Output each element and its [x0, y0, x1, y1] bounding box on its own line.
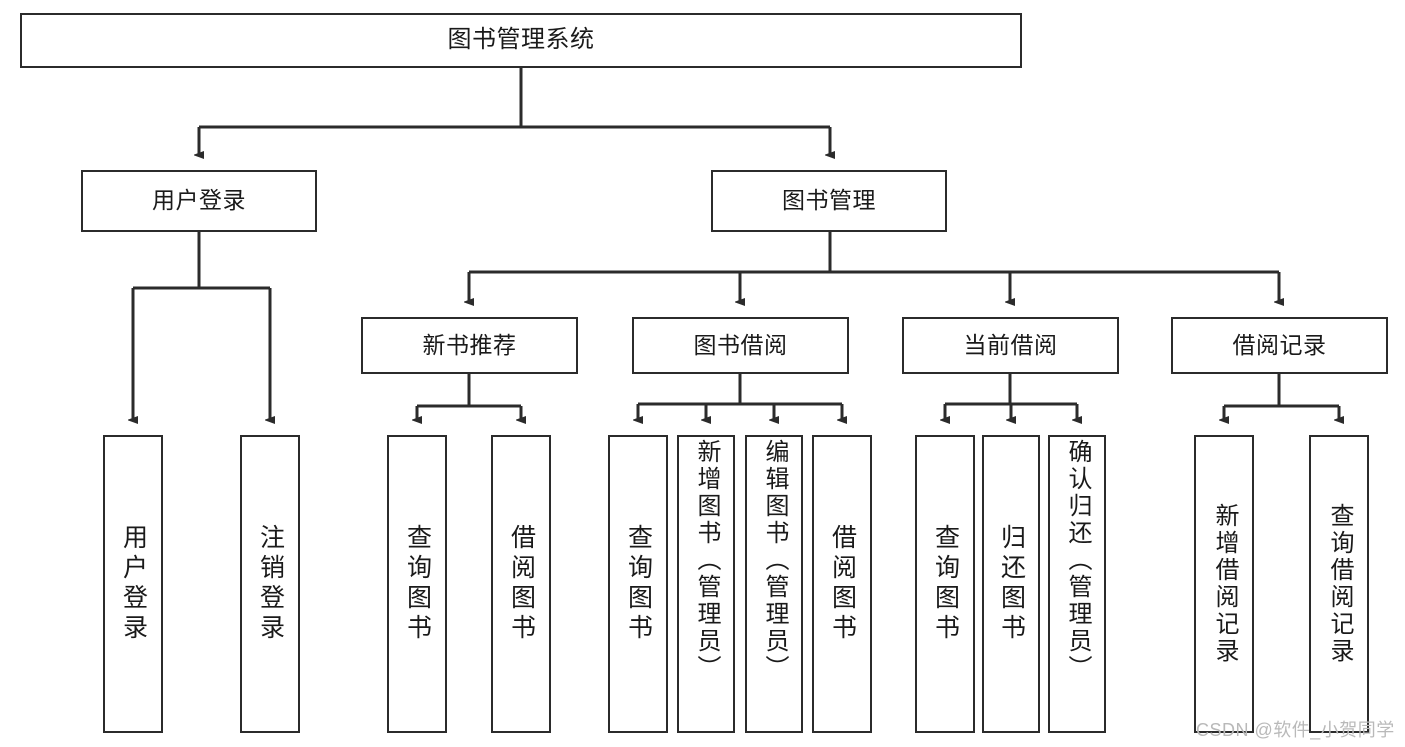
- node-book-manage-label: 图书管理: [782, 187, 876, 214]
- node-leaf-add-borrow-record[interactable]: 新增借阅记录: [1194, 435, 1254, 733]
- node-leaf-query-book-1-label: 查询图书: [403, 524, 432, 644]
- node-leaf-user-login[interactable]: 用户登录: [103, 435, 163, 733]
- node-leaf-borrow-book-1[interactable]: 借阅图书: [491, 435, 551, 733]
- node-book-manage[interactable]: 图书管理: [711, 170, 947, 232]
- node-leaf-add-book-label: 新增图书（管理员）: [693, 439, 720, 682]
- node-root-label: 图书管理系统: [447, 26, 595, 54]
- node-borrow-record[interactable]: 借阅记录: [1171, 317, 1388, 374]
- node-leaf-confirm-return-label: 确认归还（管理员）: [1064, 439, 1091, 682]
- node-leaf-add-borrow-record-label: 新增借阅记录: [1211, 503, 1238, 665]
- node-borrow-record-label: 借阅记录: [1232, 331, 1327, 358]
- node-new-book-recommend-label: 新书推荐: [422, 331, 517, 358]
- node-leaf-user-login-label: 用户登录: [119, 524, 148, 644]
- node-leaf-add-book[interactable]: 新增图书（管理员）: [677, 435, 735, 733]
- node-leaf-edit-book-label: 编辑图书（管理员）: [761, 439, 788, 682]
- node-leaf-query-book-3-label: 查询图书: [931, 524, 960, 644]
- node-leaf-logout-label: 注销登录: [256, 524, 285, 644]
- node-leaf-query-book-3[interactable]: 查询图书: [915, 435, 975, 733]
- node-leaf-query-borrow-record-label: 查询借阅记录: [1326, 503, 1353, 665]
- node-leaf-edit-book[interactable]: 编辑图书（管理员）: [745, 435, 803, 733]
- node-leaf-query-borrow-record[interactable]: 查询借阅记录: [1309, 435, 1369, 733]
- node-book-borrow-label: 图书借阅: [693, 331, 788, 358]
- node-leaf-return-book-label: 归还图书: [997, 524, 1026, 644]
- node-new-book-recommend[interactable]: 新书推荐: [361, 317, 578, 374]
- node-current-borrow-label: 当前借阅: [963, 331, 1058, 358]
- node-leaf-return-book[interactable]: 归还图书: [982, 435, 1040, 733]
- node-book-borrow[interactable]: 图书借阅: [632, 317, 849, 374]
- csdn-watermark: CSDN @软件_小贺同学: [1196, 720, 1395, 740]
- node-root[interactable]: 图书管理系统: [20, 13, 1022, 68]
- node-leaf-logout[interactable]: 注销登录: [240, 435, 300, 733]
- node-leaf-query-book-2-label: 查询图书: [624, 524, 653, 644]
- node-leaf-borrow-book-2[interactable]: 借阅图书: [812, 435, 872, 733]
- node-leaf-query-book-1[interactable]: 查询图书: [387, 435, 447, 733]
- node-current-borrow[interactable]: 当前借阅: [902, 317, 1119, 374]
- node-leaf-query-book-2[interactable]: 查询图书: [608, 435, 668, 733]
- node-leaf-borrow-book-1-label: 借阅图书: [507, 524, 536, 644]
- node-user-login[interactable]: 用户登录: [81, 170, 317, 232]
- node-user-login-label: 用户登录: [152, 187, 246, 214]
- node-leaf-borrow-book-2-label: 借阅图书: [828, 524, 857, 644]
- node-leaf-confirm-return[interactable]: 确认归还（管理员）: [1048, 435, 1106, 733]
